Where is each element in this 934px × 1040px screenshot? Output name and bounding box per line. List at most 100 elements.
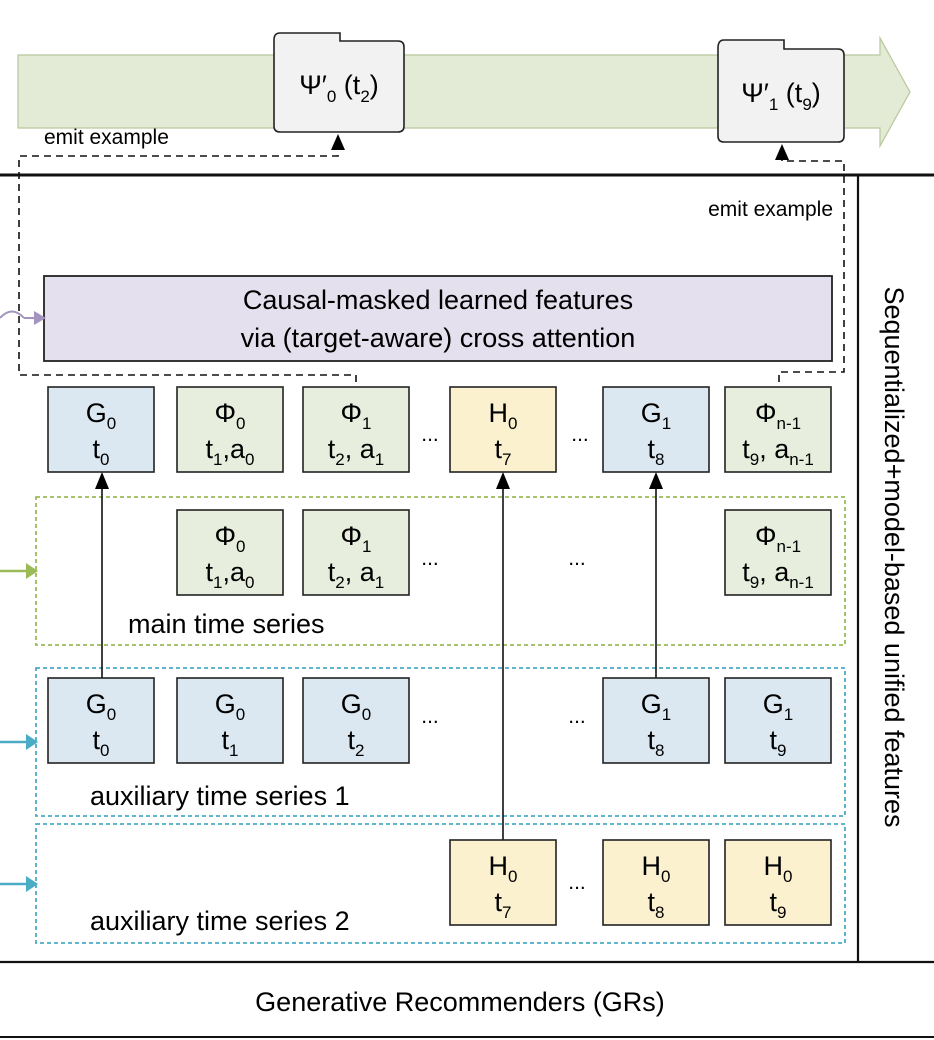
token-rect (724, 677, 832, 764)
token-symbol: H0 (642, 851, 671, 886)
aux-series-2-input-arrow (0, 876, 38, 892)
token-symbol: Φ1 (340, 398, 371, 433)
stream-event-card: Ψ′1 (t9) (717, 39, 845, 143)
aux-series-1-label: auxiliary time series 1 (90, 781, 350, 811)
aux-series-2-container (35, 823, 846, 944)
merge-arrowhead-g0 (95, 472, 109, 489)
token-symbol: H0 (489, 398, 518, 433)
token-symbol: G1 (641, 689, 671, 724)
token-symbol: Φ0 (214, 398, 245, 433)
token-rect (724, 509, 832, 596)
token-rect (724, 386, 832, 473)
token-symbol: Φn-1 (755, 521, 801, 556)
token-rect (176, 509, 284, 596)
token-time: t8 (648, 434, 665, 469)
ellipsis: ... (421, 547, 439, 570)
token-rect (176, 386, 284, 473)
attention-input-arrow (0, 310, 46, 325)
token-rect (47, 677, 155, 764)
merge-arrowhead-h0 (496, 472, 510, 489)
ellipsis: ... (568, 871, 586, 894)
token-time: t7 (495, 887, 512, 922)
main-series-label: main time series (128, 609, 325, 639)
token-symbol: G1 (641, 398, 671, 433)
stream-event-card: Ψ′0 (t2) (273, 32, 405, 133)
main-series-container (35, 496, 846, 646)
token-rect (302, 386, 410, 473)
ellipsis: ... (568, 547, 586, 570)
token-rect (302, 677, 410, 764)
token-rect (176, 677, 284, 764)
attention-line-2: via (target-aware) cross attention (241, 323, 636, 353)
token-box: Φn-1t9, an-1 (724, 386, 832, 473)
ellipsis: ... (421, 423, 439, 446)
token-time: t8 (648, 725, 665, 760)
ellipsis: ... (571, 423, 589, 446)
token-symbol: Φ0 (214, 521, 245, 556)
token-symbol: Φn-1 (755, 398, 801, 433)
token-symbol: G0 (215, 689, 245, 724)
token-symbol: G1 (763, 689, 793, 724)
token-time: t1,a0 (206, 434, 255, 469)
token-time: t1 (222, 725, 239, 760)
token-rect (449, 839, 557, 926)
ellipses: ... ... ... ... ... ... ... (421, 423, 589, 894)
aux-series-2-label: auxiliary time series 2 (90, 906, 350, 936)
token-rect (449, 386, 557, 473)
emit-example-label-left: emit example (44, 126, 169, 149)
token-rect (47, 386, 155, 473)
merge-arrows (101, 488, 657, 841)
token-symbol: H0 (764, 851, 793, 886)
token-time: t0 (93, 434, 110, 469)
ellipsis: ... (421, 705, 439, 728)
token-time: t9, an-1 (742, 557, 814, 592)
emit-connector-left (18, 148, 357, 382)
token-time: t9, an-1 (742, 434, 814, 469)
token-time: t7 (495, 434, 512, 469)
token-time: t9 (770, 725, 787, 760)
token-time: t0 (93, 725, 110, 760)
attention-line-1: Causal-masked learned features (243, 285, 633, 315)
bottom-label: Generative Recommenders (GRs) (255, 987, 665, 1017)
stream-event-text: Ψ′0 (t2) (299, 70, 379, 106)
ellipsis: ... (568, 705, 586, 728)
emit-connectors (18, 148, 845, 382)
token-time: t2, a1 (328, 557, 384, 592)
main-series-input-arrow (0, 563, 38, 579)
stream-band-arrow (17, 35, 911, 149)
aux-series-1-input-arrow (0, 734, 38, 750)
token-rect (302, 509, 410, 596)
aux-series-1-container (35, 667, 846, 817)
stream-region: Ψ′0 (t2) Ψ′1 (t9) emit example (17, 32, 911, 149)
token-time: t8 (648, 887, 665, 922)
emit-connector-right (778, 156, 845, 382)
token-time: t2, a1 (328, 434, 384, 469)
token-rect (602, 677, 710, 764)
attention-block: Causal-masked learned features via (targ… (43, 275, 833, 362)
merge-arrowhead-g1 (649, 472, 663, 489)
emit-example-label-right: emit example (708, 198, 833, 221)
emit-arrowhead-left (331, 134, 345, 150)
token-time: t1,a0 (206, 557, 255, 592)
token-symbol: G0 (86, 398, 116, 433)
side-label: Sequentialized+model-based unified featu… (879, 286, 909, 827)
token-time: t2 (348, 725, 365, 760)
